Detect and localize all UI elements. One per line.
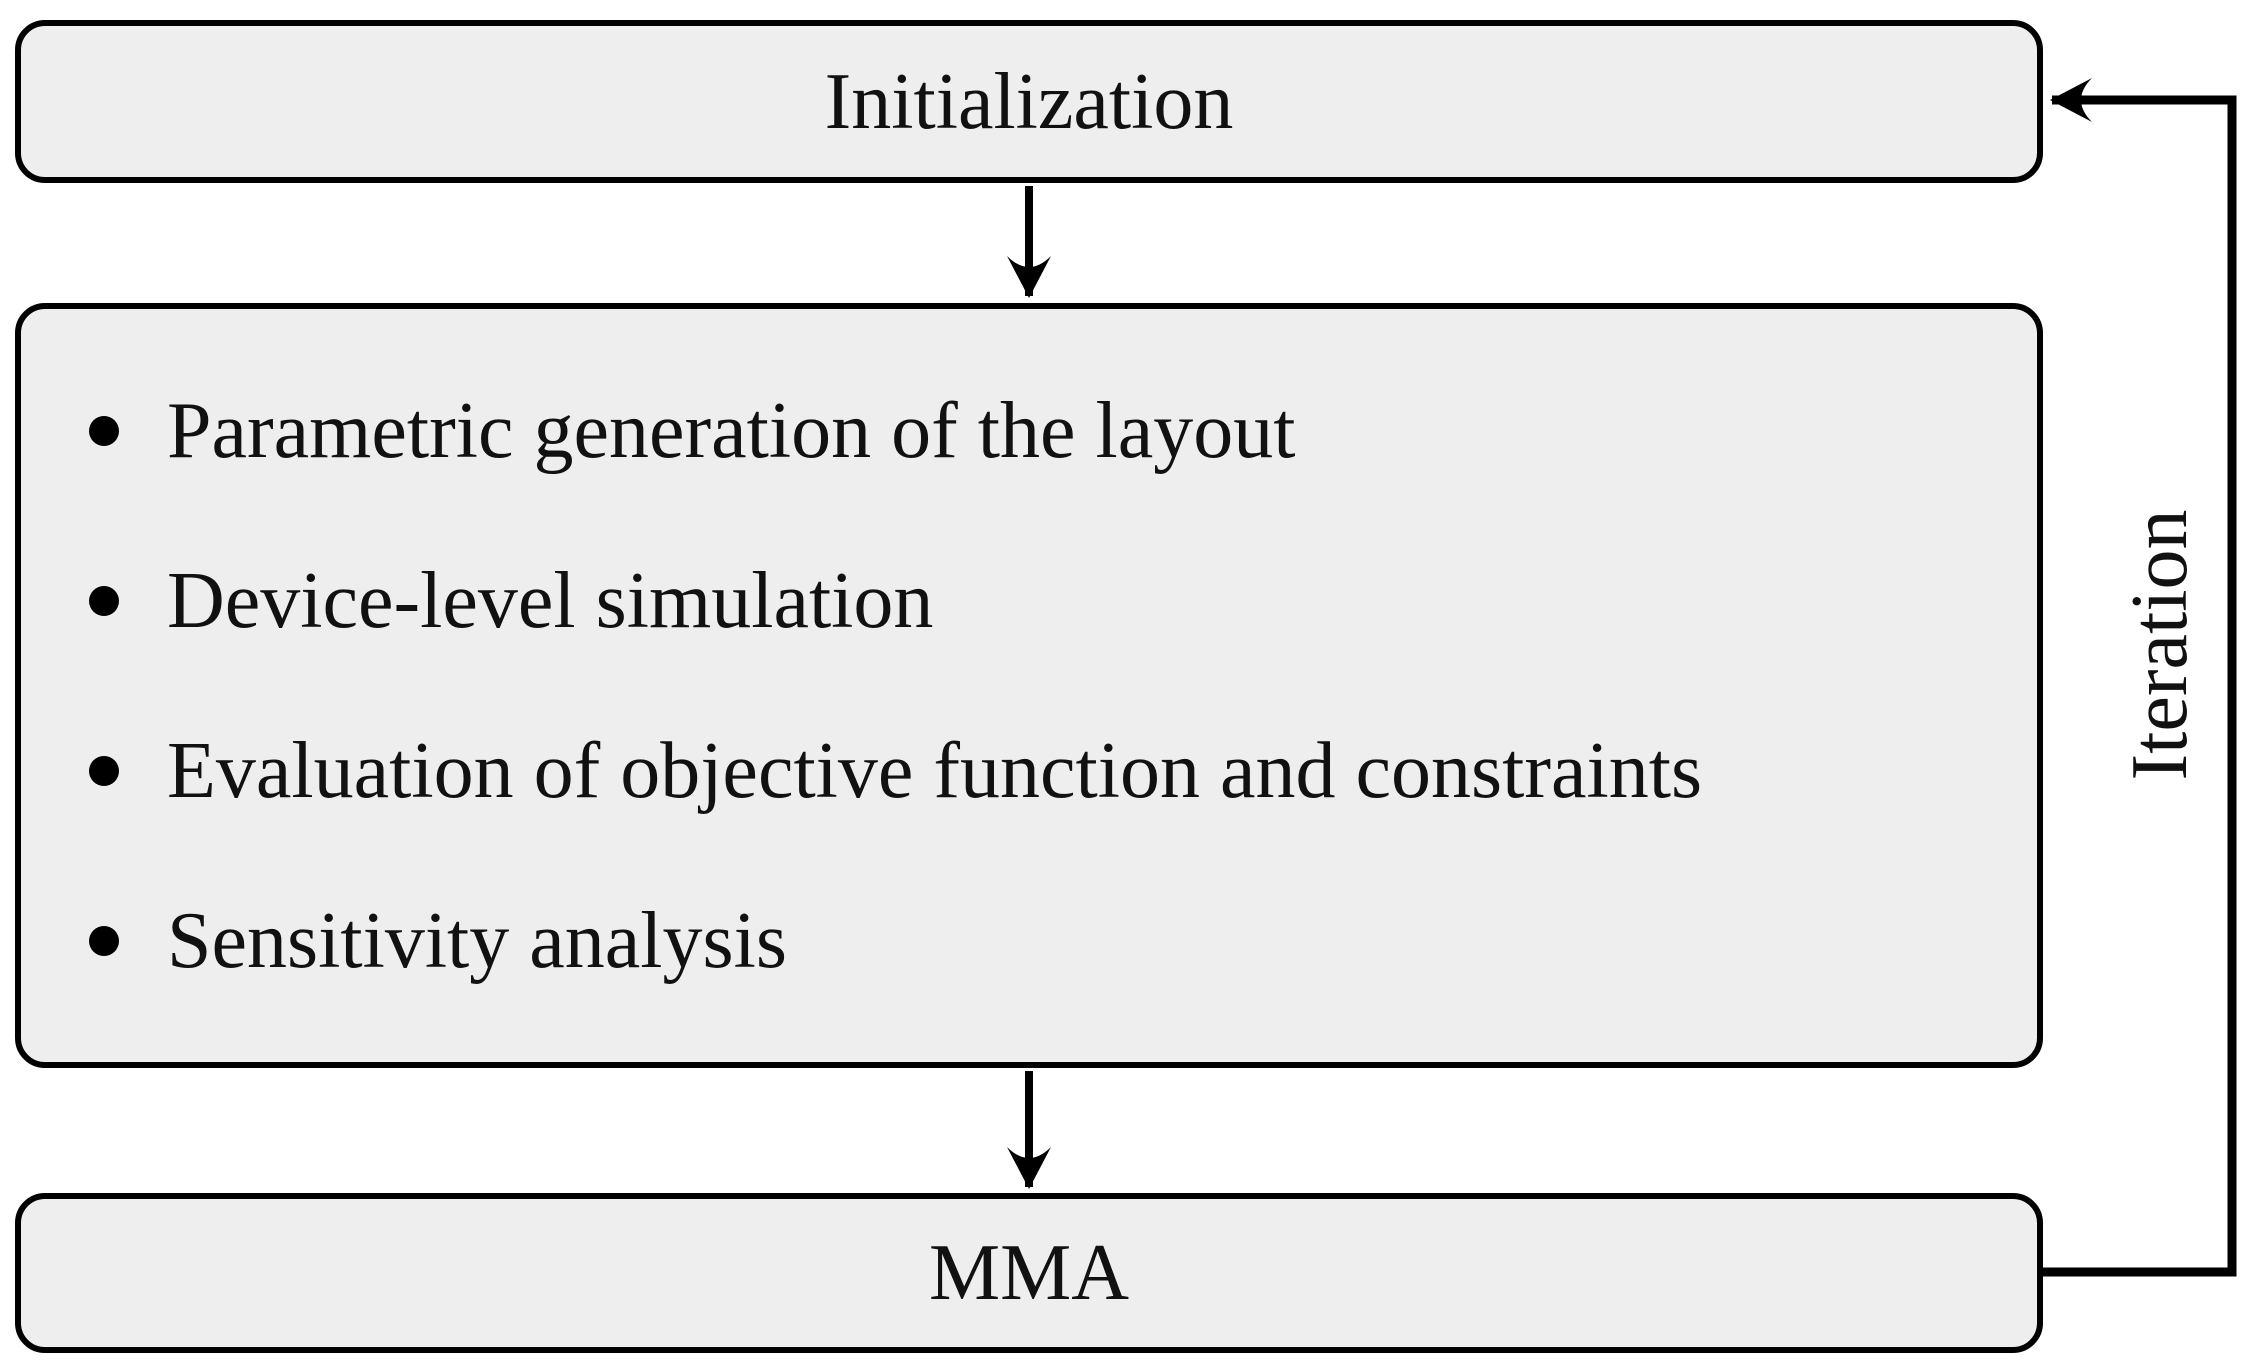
list-item: Evaluation of objective function and con… — [89, 725, 2007, 817]
bullet-icon — [89, 925, 119, 956]
list-item: Device-level simulation — [89, 555, 2007, 647]
list-item: Sensitivity analysis — [89, 895, 2007, 987]
mma-box: MMA — [15, 1193, 2043, 1353]
bullet-icon — [89, 585, 119, 616]
bullet-icon — [89, 755, 119, 786]
step-label: Device-level simulation — [167, 556, 934, 645]
mma-label: MMA — [928, 1229, 1130, 1317]
bullet-icon — [89, 415, 119, 446]
initialization-box: Initialization — [15, 20, 2043, 183]
iteration-label: Iteration — [2116, 509, 2204, 781]
step-label: Evaluation of objective function and con… — [167, 726, 1703, 815]
list-item: Parametric generation of the layout — [89, 385, 2007, 477]
step-label: Parametric generation of the layout — [167, 386, 1296, 475]
steps-box: Parametric generation of the layout Devi… — [15, 303, 2043, 1068]
initialization-label: Initialization — [824, 57, 1234, 146]
steps-list: Parametric generation of the layout Devi… — [21, 309, 2037, 1062]
step-label: Sensitivity analysis — [167, 896, 787, 985]
